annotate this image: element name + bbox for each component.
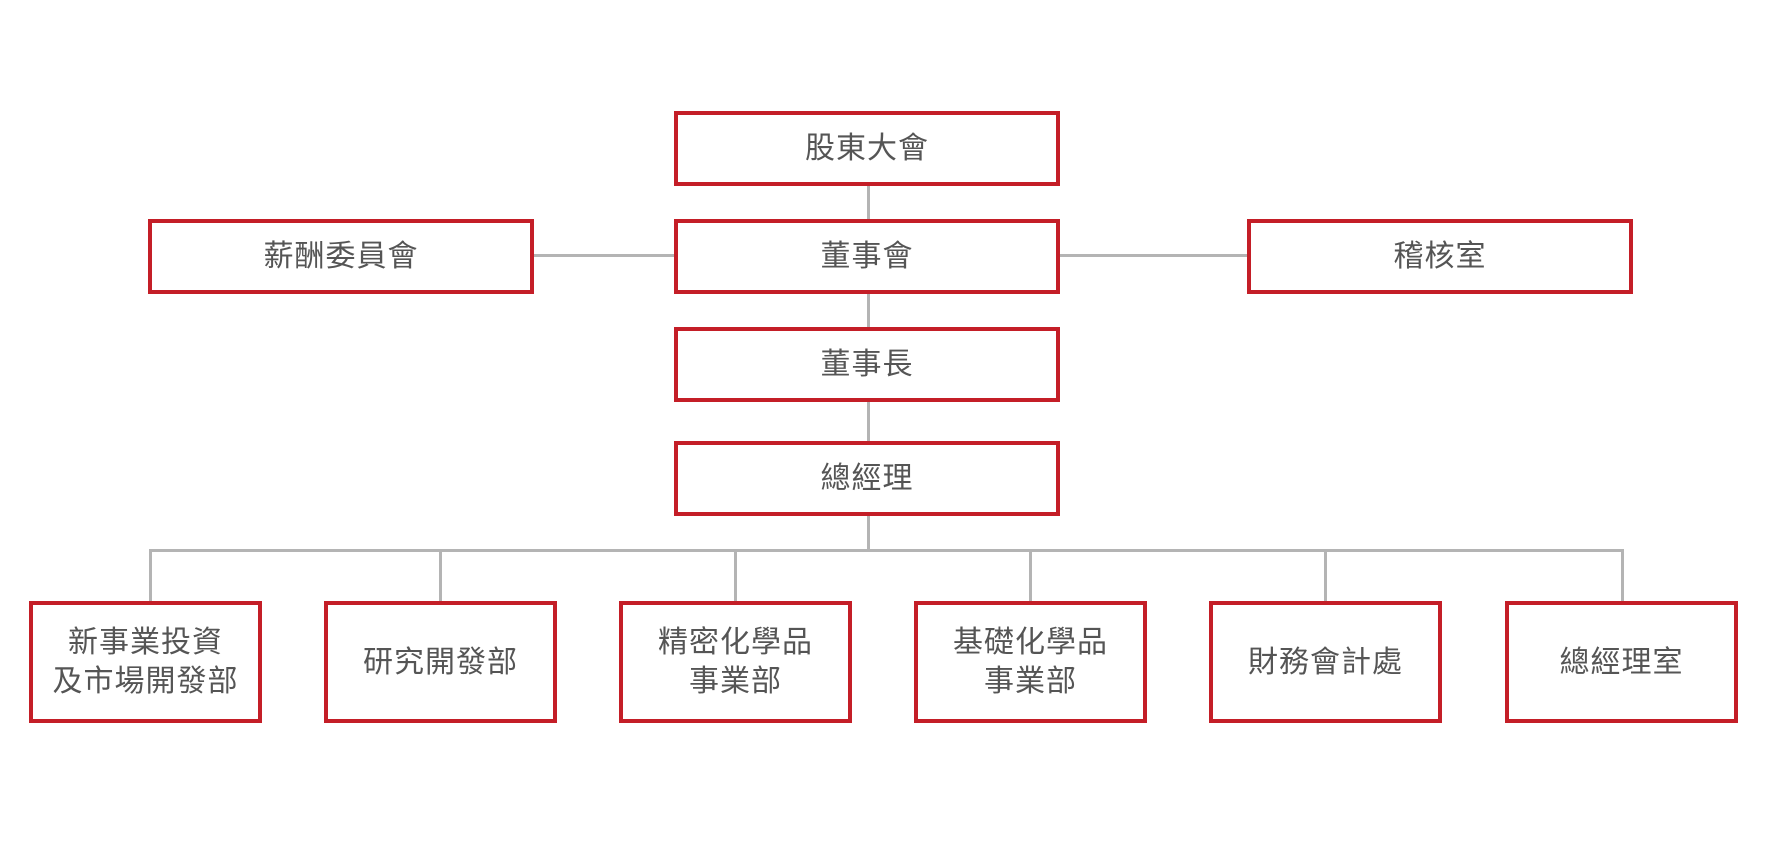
connector-board-chairman — [867, 292, 870, 328]
connector-horizontal-bus — [149, 549, 1624, 552]
node-label: 董事長 — [820, 347, 914, 382]
node-board-of-directors: 董事會 — [674, 219, 1060, 294]
connector-board-audit — [1059, 254, 1249, 257]
connector-drop-dept-3 — [734, 549, 737, 602]
node-label: 總經理 — [820, 461, 914, 496]
node-label-line1: 基礎化學品 — [953, 625, 1108, 660]
node-audit-office: 稽核室 — [1247, 219, 1633, 294]
node-label-line2: 及市場開發部 — [52, 664, 239, 699]
connector-drop-dept-4 — [1029, 549, 1032, 602]
node-label-line1: 財務會計處 — [1248, 644, 1403, 680]
node-label: 薪酬委員會 — [263, 239, 419, 274]
node-general-manager: 總經理 — [674, 441, 1060, 516]
connector-remuneration-board — [533, 254, 676, 257]
connector-gm-bus — [867, 514, 870, 551]
node-department-1: 新事業投資 及市場開發部 — [29, 601, 262, 723]
node-label: 董事會 — [820, 239, 914, 274]
node-department-3: 精密化學品 事業部 — [619, 601, 852, 723]
node-label: 股東大會 — [805, 131, 929, 166]
node-department-5: 財務會計處 — [1209, 601, 1442, 723]
node-label-line1: 精密化學品 — [658, 625, 813, 660]
node-department-6: 總經理室 — [1505, 601, 1738, 723]
node-chairman: 董事長 — [674, 327, 1060, 402]
node-label-line1: 新事業投資 — [68, 625, 223, 660]
node-department-2: 研究開發部 — [324, 601, 557, 723]
connector-drop-dept-1 — [149, 549, 152, 602]
connector-drop-dept-2 — [439, 549, 442, 602]
connector-drop-dept-5 — [1324, 549, 1327, 602]
connector-shareholders-board — [867, 184, 870, 220]
node-remuneration-committee: 薪酬委員會 — [148, 219, 534, 294]
node-label-line2: 事業部 — [689, 664, 782, 699]
node-department-4: 基礎化學品 事業部 — [914, 601, 1147, 723]
connector-chairman-gm — [867, 400, 870, 442]
node-label: 稽核室 — [1393, 239, 1487, 274]
node-label-line2: 事業部 — [984, 664, 1077, 699]
connector-drop-dept-6 — [1621, 549, 1624, 602]
node-label-line1: 總經理室 — [1559, 644, 1684, 680]
node-label-line1: 研究開發部 — [363, 644, 518, 680]
node-shareholders-meeting: 股東大會 — [674, 111, 1060, 186]
